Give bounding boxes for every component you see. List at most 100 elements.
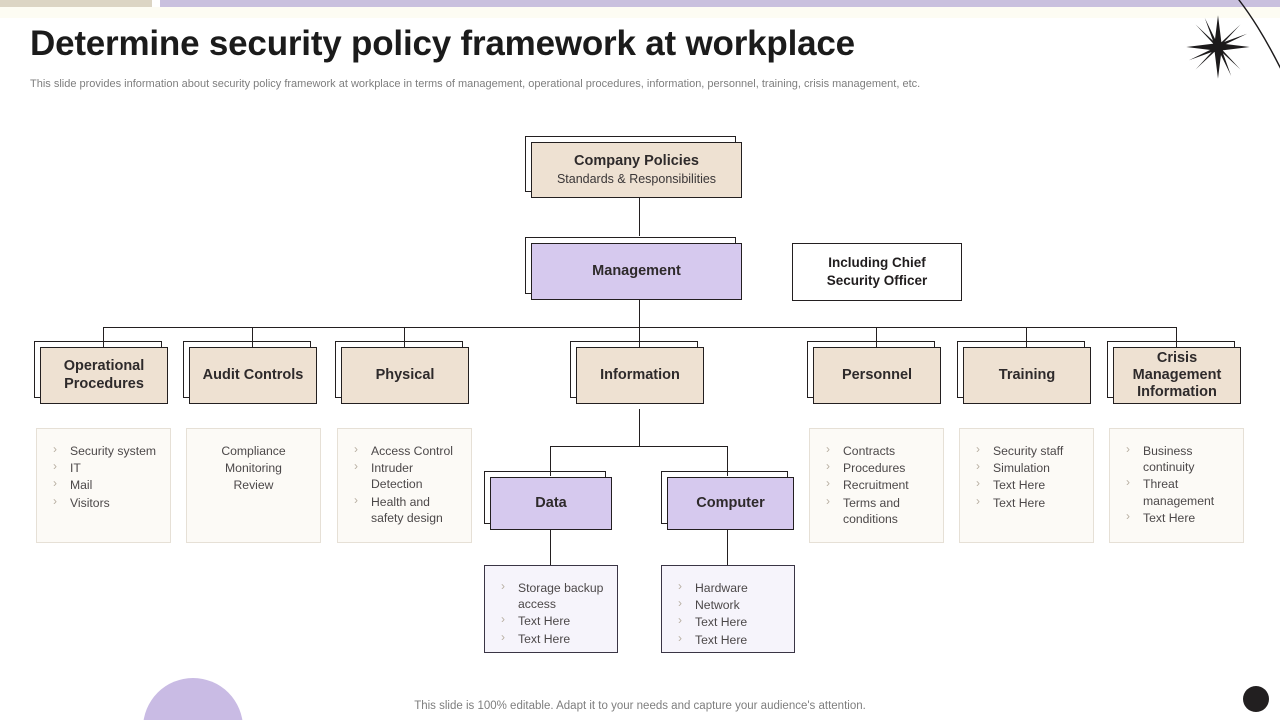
node-sublabel: Standards & Responsibilities (556, 172, 717, 187)
node-information[interactable]: Information (570, 341, 704, 404)
list-item-label: Hardware (695, 581, 748, 595)
chevron-bullet-icon: › (1126, 475, 1130, 490)
list-item: ›IT (47, 459, 160, 476)
node-operational-procedures[interactable]: Operational Procedures (34, 341, 168, 404)
top-accent-bar-beige (0, 0, 152, 7)
chevron-bullet-icon: › (678, 579, 682, 593)
page-subtitle: This slide provides information about se… (30, 78, 921, 90)
list-item-label: Text Here (695, 632, 748, 647)
list-item: › Hardware (672, 579, 784, 596)
list-panel-personnel: ›Contracts›Procedures›Recruitment›Terms … (809, 428, 944, 543)
chevron-bullet-icon: › (1126, 442, 1130, 456)
note-chief-security-officer: Including Chief Security Officer (792, 243, 962, 301)
list-panel-physical: ›Access Control›Intruder Detection›Healt… (337, 428, 472, 543)
chevron-bullet-icon: › (976, 476, 980, 491)
list-panel-computer: › Hardware › Network › Text Here › Text Here (661, 565, 795, 653)
list-panel-operational-procedures: › Security system›IT›Mail›Visitors (36, 428, 171, 543)
list-item-label: Access Control (371, 444, 453, 458)
chevron-bullet-icon: › (826, 493, 830, 508)
note-line-2: Security Officer (826, 273, 928, 288)
node-label: Audit Controls (202, 366, 304, 383)
chevron-bullet-icon: › (678, 630, 682, 645)
connector-management-to-bus (639, 300, 641, 327)
chevron-bullet-icon: › (976, 493, 980, 508)
list-item: ›Visitors (47, 494, 160, 511)
node-crisis-management-information[interactable]: Crisis Management Information (1107, 341, 1241, 404)
node-label: Data (535, 494, 567, 511)
list-item-label: Text Here (518, 631, 571, 646)
list-panel-training: ›Security staff›Simulation›Text Here›Tex… (959, 428, 1094, 543)
node-label: Training (998, 366, 1056, 383)
node-label-2: Procedures (64, 375, 144, 392)
list-item-label: Threat management (1143, 477, 1215, 508)
list-item-label: Security system (70, 444, 157, 458)
node-label: Information (600, 366, 680, 383)
chevron-bullet-icon: › (501, 629, 505, 644)
list-item: › Text Here (970, 476, 1083, 493)
list-item: › Access Control (348, 442, 461, 459)
chevron-bullet-icon: › (678, 596, 682, 611)
list-item-label: IT (70, 461, 81, 476)
list-item: ›Simulation (970, 459, 1083, 476)
node-label-2: Management (1132, 366, 1222, 383)
node-data[interactable]: Data (484, 471, 612, 530)
node-company-policies[interactable]: Company Policies Standards & Responsibil… (525, 136, 742, 198)
bullet-list: › Hardware › Network › Text Here › Text Here (672, 579, 784, 648)
chevron-bullet-icon: › (678, 613, 682, 628)
list-item-label: Network (695, 598, 740, 613)
list-item: ›Mail (47, 476, 160, 493)
node-body: Training (963, 347, 1091, 404)
list-panel-crisis-management: › Business continuity › Threat management › T… (1109, 428, 1244, 543)
chevron-bullet-icon: › (976, 442, 980, 456)
list-item-label: Text Here (1143, 510, 1196, 525)
node-label: Operational (63, 358, 145, 375)
list-item-label: Contracts (843, 444, 896, 458)
list-item: › Network (672, 596, 784, 613)
list-item-label: Business continuity (1143, 444, 1195, 475)
list-item-label: Text Here (695, 615, 748, 630)
node-label: Personnel (841, 366, 913, 383)
chevron-bullet-icon: › (354, 442, 358, 456)
list-item-label: Procedures (843, 461, 906, 476)
node-personnel[interactable]: Personnel (807, 341, 941, 404)
node-audit-controls[interactable]: Audit Controls (183, 341, 317, 404)
node-label-3: Information (1137, 384, 1217, 401)
connector-root-to-management (639, 198, 641, 236)
chevron-bullet-icon: › (53, 442, 57, 456)
connector-drop-data (550, 446, 552, 476)
connector-drop-physical (404, 327, 406, 347)
connector-drop-computer (727, 446, 729, 476)
list-item-label: Intruder Detection (371, 461, 423, 492)
list-item-label: Security staff (993, 444, 1064, 458)
list-panel-data: ›Storage backup access›Text Here›Text He… (484, 565, 618, 653)
connector-information-to-subbus (639, 409, 641, 446)
node-computer[interactable]: Computer (661, 471, 794, 530)
list-item: › Threat management (1120, 475, 1233, 508)
connector-sub-bus (550, 446, 728, 448)
connector-drop-training (1026, 327, 1028, 347)
node-training[interactable]: Training (957, 341, 1091, 404)
list-item-label: Text Here (993, 478, 1046, 493)
list-item: ›Text Here (495, 612, 607, 629)
top-accent-bar-purple (160, 0, 1280, 7)
list-item: › Security system (47, 442, 160, 459)
chevron-bullet-icon: › (354, 492, 358, 507)
chevron-bullet-icon: › (826, 459, 830, 474)
chevron-bullet-icon: › (1126, 508, 1130, 523)
list-item: ›Terms and conditions (820, 493, 933, 527)
connector-drop-operational (103, 327, 105, 347)
list-item-label: Mail (70, 478, 93, 493)
node-body: Physical (341, 347, 469, 404)
node-body: Computer (667, 477, 794, 530)
node-label: Physical (375, 366, 435, 383)
node-management[interactable]: Management (525, 237, 742, 300)
footer-note: This slide is 100% editable. Adapt it to… (414, 700, 866, 712)
bullet-list: ›Security staff›Simulation›Text Here›Tex… (970, 442, 1083, 511)
node-body: Personnel (813, 347, 941, 404)
list-item: › Procedures (820, 459, 933, 476)
connector-data-to-list (550, 530, 552, 565)
list-item: Monitoring (221, 460, 285, 476)
node-physical[interactable]: Physical (335, 341, 469, 404)
